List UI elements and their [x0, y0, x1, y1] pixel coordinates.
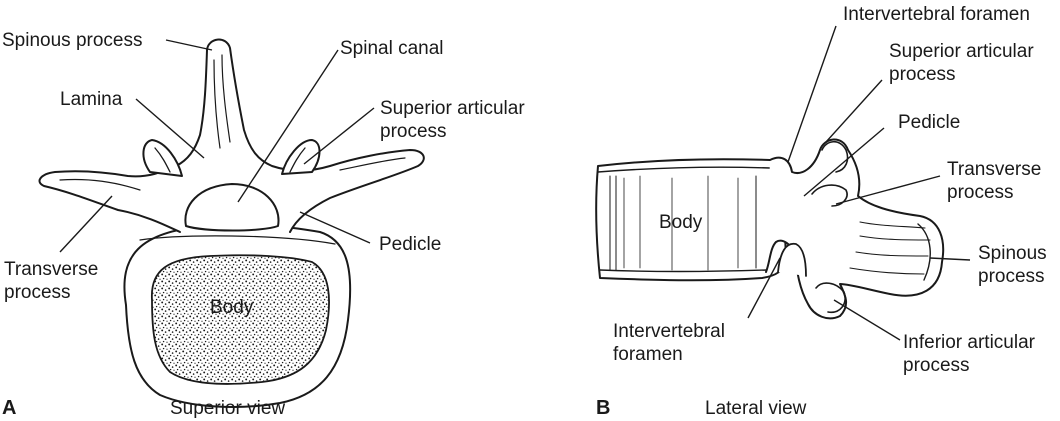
- label-superior-articular-line2: process: [380, 121, 447, 142]
- label-inferior-articular-line2: process: [903, 355, 970, 376]
- panel-letter-b: B: [596, 397, 611, 419]
- label-lateral-body: Body: [659, 212, 703, 233]
- label-intervertebral-foramen-top: Intervertebral foramen: [843, 4, 1030, 25]
- lateral-inferior-notch: [777, 242, 807, 277]
- label-lateral-superior-articular-line1: Superior articular: [889, 41, 1034, 62]
- superior-spinal-canal: [184, 183, 280, 232]
- label-lateral-transverse-line2: process: [947, 182, 1014, 203]
- panel-letter-a: A: [2, 397, 17, 419]
- label-lamina: Lamina: [60, 89, 123, 110]
- label-inferior-articular-line1: Inferior articular: [903, 332, 1035, 353]
- superior-leader-lines: [59, 39, 375, 253]
- label-transverse-line1: Transverse: [4, 259, 99, 280]
- lateral-view-drawing: [595, 138, 945, 320]
- label-superior-articular-line1: Superior articular: [380, 98, 525, 119]
- view-title-lateral: Lateral view: [705, 398, 807, 419]
- lateral-posterior-elements: [765, 138, 945, 320]
- label-pedicle: Pedicle: [379, 234, 442, 255]
- superior-view-drawing: [38, 38, 425, 408]
- label-lateral-spinous-line2: process: [978, 266, 1045, 287]
- label-lateral-spinous-line1: Spinous: [978, 243, 1047, 264]
- label-intervertebral-foramen-line1: Intervertebral: [613, 321, 725, 342]
- label-lateral-pedicle: Pedicle: [898, 112, 961, 133]
- label-spinous-process: Spinous process: [2, 30, 143, 51]
- lateral-body-outline: [595, 158, 787, 282]
- label-lateral-superior-articular-line2: process: [889, 64, 956, 85]
- superior-arch-outline: [38, 38, 425, 233]
- superior-right-articular: [281, 139, 321, 175]
- label-lateral-transverse-line1: Transverse: [947, 159, 1042, 180]
- label-transverse-line2: process: [4, 282, 71, 303]
- superior-body-cancellous: [151, 254, 330, 385]
- lateral-leader-lines: [747, 25, 971, 341]
- label-spinal-canal: Spinal canal: [340, 38, 444, 59]
- label-intervertebral-foramen-line2: foramen: [613, 344, 683, 365]
- view-title-superior: Superior view: [170, 398, 286, 419]
- label-superior-body: Body: [210, 297, 254, 318]
